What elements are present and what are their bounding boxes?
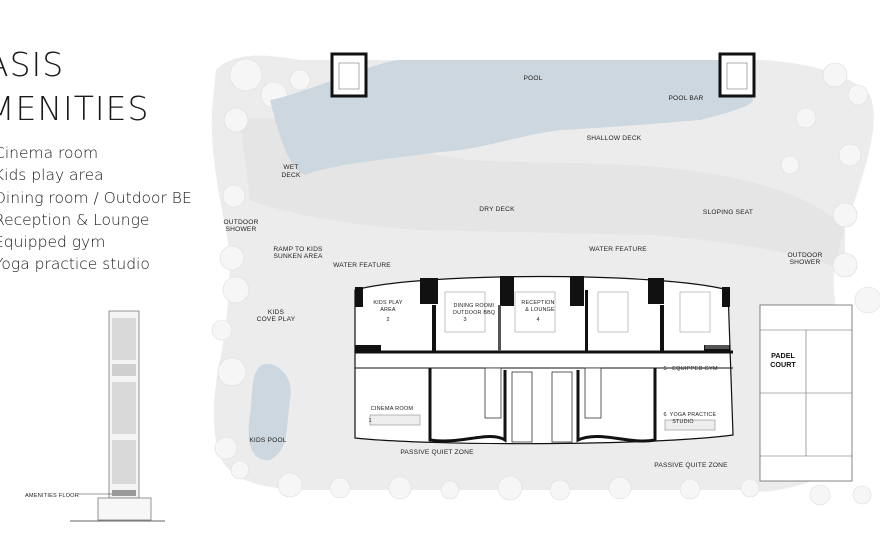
kids-cove-label-2: COVE PLAY xyxy=(257,316,296,323)
kids-pool-label: KIDS POOL xyxy=(249,437,286,444)
padel-court xyxy=(759,304,853,482)
amenity-item: Dining room / Outdoor BE xyxy=(0,188,192,207)
dry-deck-label: DRY DECK xyxy=(479,206,515,213)
sloping-seat-label: SLOPING SEAT xyxy=(703,209,753,216)
room-number-5: 5 xyxy=(663,366,666,372)
kids-play-label-1: KIDS PLAY xyxy=(373,300,402,306)
kids-play-label-2: AREA xyxy=(380,307,396,313)
kids-cove-label-1: KIDS xyxy=(268,309,285,316)
pool-label: POOL xyxy=(523,75,542,82)
passive-quite-zone-label: PASSIVE QUITE ZONE xyxy=(654,462,728,469)
room-number-4: 4 xyxy=(536,317,539,323)
stair-cores xyxy=(330,52,756,98)
outdoor-shower-left-label-2: SHOWER xyxy=(226,226,257,233)
room-number-2: 2 xyxy=(386,317,389,323)
room-number-1: 1 xyxy=(368,418,371,424)
shallow-deck-label: SHALLOW DECK xyxy=(587,135,642,142)
water-feature-right-label: WATER FEATURE xyxy=(589,246,647,253)
amenities-list: Cinema room Kids play area Dining room /… xyxy=(0,142,192,276)
outdoor-shower-right-label-1: OUTDOOR xyxy=(787,252,822,259)
outdoor-shower-right-label-2: SHOWER xyxy=(790,259,821,266)
dining-label-1: DINING ROOM/ xyxy=(453,303,494,309)
building-elevation xyxy=(70,310,165,522)
water-feature-left-label: WATER FEATURE xyxy=(333,262,391,269)
amenity-item: Kids play area xyxy=(0,166,104,185)
amenities-floor-label: AMENITIES FLOOR xyxy=(25,493,79,499)
reception-label-2: & LOUNGE xyxy=(525,307,555,313)
reception-label-1: RECEPTION xyxy=(521,300,554,306)
ramp-label-1: RAMP TO KIDS xyxy=(273,246,323,253)
cinema-room-label: CINEMA ROOM xyxy=(371,406,414,412)
ramp-label-2: SUNKEN AREA xyxy=(273,253,323,260)
pool-bar-label: POOL BAR xyxy=(668,95,703,102)
padel-court-label-1: PADEL xyxy=(771,351,795,360)
yoga-label-1: YOGA PRACTICE xyxy=(670,412,717,418)
title-line-2: MENITIES xyxy=(0,89,150,128)
yoga-label-2: STUDIO xyxy=(672,419,694,425)
kids-pool xyxy=(248,364,291,461)
padel-court-label-2: COURT xyxy=(770,360,796,369)
amenity-item: Reception & Lounge xyxy=(0,210,150,229)
equipped-gym-label: EQUIPPED GYM xyxy=(672,366,718,372)
wet-deck-label-1: WET xyxy=(283,164,298,171)
dining-label-2: OUTDOOR BBQ xyxy=(453,310,496,316)
room-number-3: 3 xyxy=(463,317,466,323)
floor-plan xyxy=(354,275,734,445)
amenity-item: Yoga practice studio xyxy=(0,255,150,274)
room-number-6: 6 xyxy=(663,412,666,418)
pool xyxy=(270,60,754,175)
amenity-item: Equipped gym xyxy=(0,233,106,252)
outdoor-shower-left-label-1: OUTDOOR xyxy=(223,219,258,226)
wet-deck-label-2: DECK xyxy=(281,172,301,179)
title-line-1: ASIS xyxy=(0,45,65,84)
amenity-item: Cinema room xyxy=(0,144,99,162)
passive-quiet-zone-label: PASSIVE QUIET ZONE xyxy=(400,449,474,456)
